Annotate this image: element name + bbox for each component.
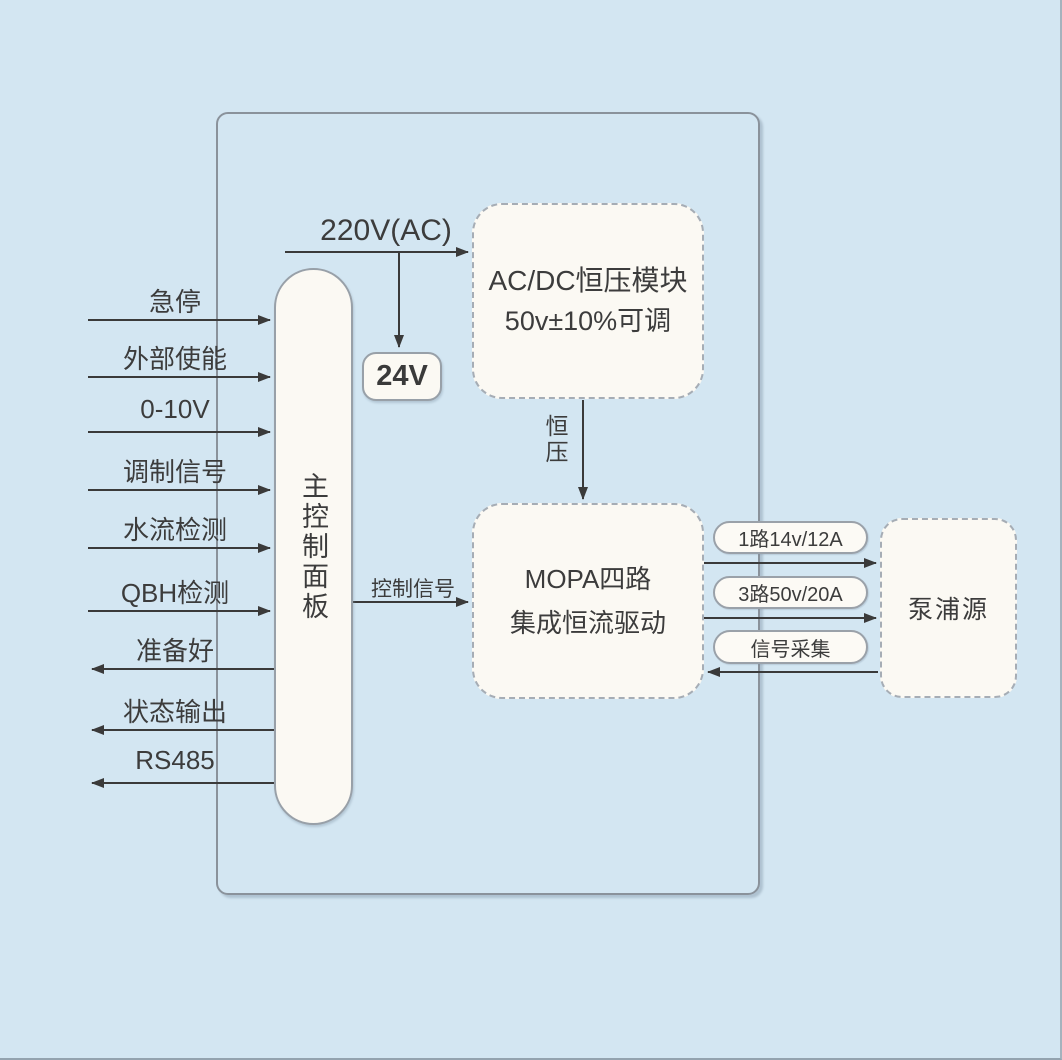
input-label-0-10v: 0-10V (140, 394, 210, 424)
system-boundary-box (216, 112, 760, 895)
mopa-driver-box: MOPA四路 集成恒流驱动 (472, 503, 704, 699)
channel-pill-1-label: 1路14v/12A (738, 529, 843, 551)
channel-pill-2: 3路50v/20A (713, 576, 868, 609)
dc-24v-label: 24V (376, 360, 428, 392)
mopa-driver-line2: 集成恒流驱动 (509, 608, 666, 638)
input-label-emergency-stop: 急停 (148, 287, 201, 317)
pump-source-label: 泵浦源 (907, 596, 989, 624)
pump-source-box: 泵浦源 (880, 518, 1017, 698)
acdc-module-title: AC/DC恒压模块 (488, 265, 688, 296)
channel-pill-3: 信号采集 (713, 630, 868, 664)
label-220v-ac: 220V(AC) (320, 214, 452, 247)
mopa-driver-line1: MOPA四路 (524, 564, 652, 594)
channel-pill-1: 1路14v/12A (713, 521, 868, 554)
acdc-module-box: AC/DC恒压模块 50v±10%可调 (472, 203, 704, 399)
label-constant-voltage: 恒压 (542, 414, 568, 466)
input-label-external-enable: 外部使能 (122, 344, 227, 374)
main-control-panel-label: 主控制面板 (298, 471, 328, 622)
label-control-signal: 控制信号 (371, 578, 455, 601)
output-label-rs485: RS485 (135, 745, 215, 775)
input-label-qbh-detect: QBH检测 (120, 578, 230, 608)
channel-pill-3-label: 信号采集 (750, 638, 831, 661)
output-label-status-out: 状态输出 (122, 697, 227, 727)
dc-24v-box: 24V (362, 352, 442, 401)
channel-pill-2-label: 3路50v/20A (738, 584, 843, 606)
input-label-modulation-signal: 调制信号 (122, 457, 227, 487)
output-label-ready: 准备好 (135, 636, 214, 666)
input-label-water-flow-detect: 水流检测 (122, 515, 227, 545)
main-control-panel-box: 主控制面板 (274, 268, 353, 825)
acdc-module-subtitle: 50v±10%可调 (504, 306, 672, 336)
